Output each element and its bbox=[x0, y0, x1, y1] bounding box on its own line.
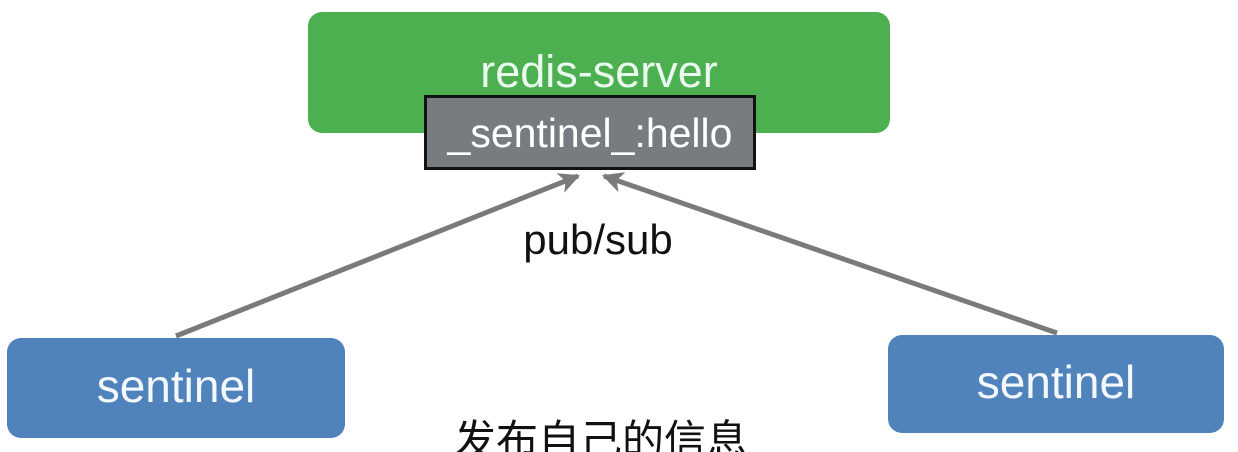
redis-server-label: redis-server bbox=[480, 46, 718, 97]
chinese-annotation-line-1: 发布自己的信息 bbox=[453, 416, 748, 452]
sentinel-hello-channel-label: _sentinel_:hello bbox=[447, 110, 733, 156]
sentinel-right-label: sentinel bbox=[976, 356, 1136, 408]
sentinel-left-node: sentinel bbox=[7, 338, 345, 438]
sentinel-left-label: sentinel bbox=[96, 360, 256, 412]
sentinel-hello-channel-node: _sentinel_:hello bbox=[424, 95, 756, 170]
sentinel-right-node: sentinel bbox=[888, 335, 1224, 433]
chinese-annotation: 发布自己的信息 订阅其他哨兵消息 bbox=[0, 322, 1202, 452]
pubsub-edge-label: pub/sub bbox=[523, 216, 673, 263]
